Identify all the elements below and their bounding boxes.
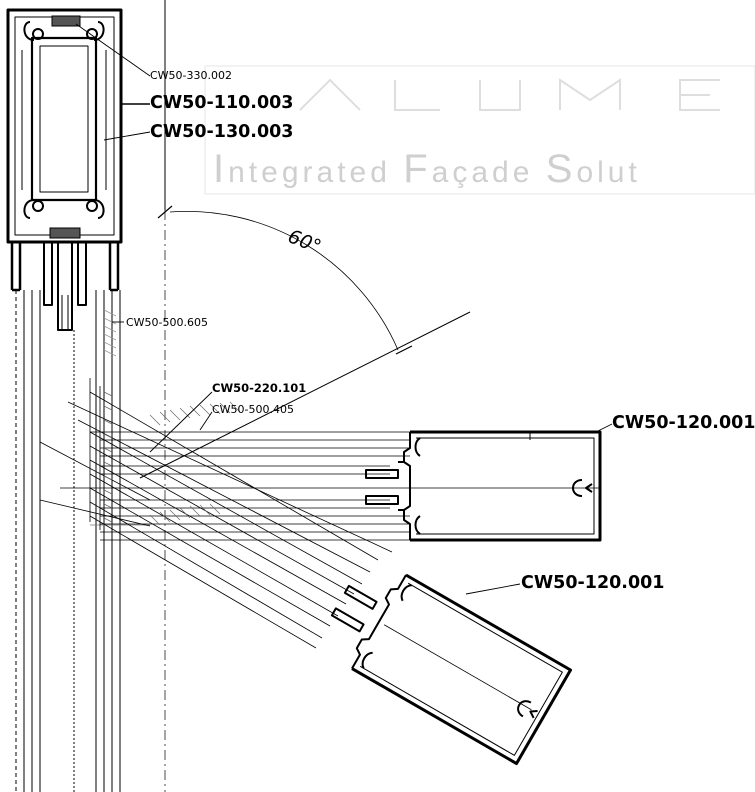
angle-label: 60°: [285, 225, 324, 258]
watermark-logo: [299, 78, 720, 111]
horizontal-glazing: [60, 431, 600, 541]
label-cw50-500-605: CW50-500.605: [126, 316, 208, 329]
junction-hatch: [103, 391, 241, 526]
angle-arc: [169, 211, 399, 351]
leader-lines: [75, 23, 613, 595]
leader-130-003: [103, 131, 151, 141]
label-cw50-120-001-angled: CW50-120.001: [521, 573, 664, 593]
leader-500-405: [199, 411, 213, 431]
bottom-gasket: [49, 227, 81, 239]
label-cw50-110-003: CW50-110.003: [150, 93, 293, 113]
transom-profile-angled: [330, 573, 573, 766]
label-cw50-120-001-horizontal: CW50-120.001: [612, 413, 755, 433]
leader-220-101: [149, 391, 213, 453]
leader-120-001-b: [465, 583, 521, 595]
label-cw50-330-002: CW50-330.002: [150, 69, 232, 82]
watermark-frame: [204, 65, 755, 195]
angled-glazing: [39, 378, 393, 649]
transom-profile-horizontal: [365, 430, 602, 542]
angle-ray: [139, 311, 471, 479]
leader-330-002: [75, 23, 151, 77]
watermark: Integrated Façade Solut: [204, 65, 755, 195]
mullion-profile: [6, 8, 123, 331]
label-cw50-220-101: CW50-220.101: [212, 381, 306, 395]
label-cw50-500-405: CW50-500.405: [212, 403, 294, 416]
top-gasket: [51, 15, 81, 27]
watermark-tagline: Integrated Façade Solut: [213, 147, 641, 191]
mullion-cavity: [30, 36, 98, 202]
leader-120-001-a: [595, 423, 613, 433]
vertical-glazing: [15, 290, 121, 792]
mullion-cavity-inner: [39, 45, 89, 193]
gaskets: [49, 15, 81, 239]
label-cw50-130-003: CW50-130.003: [150, 122, 293, 142]
angle-dimension: [139, 205, 471, 479]
insulation-hatch: [103, 309, 117, 357]
